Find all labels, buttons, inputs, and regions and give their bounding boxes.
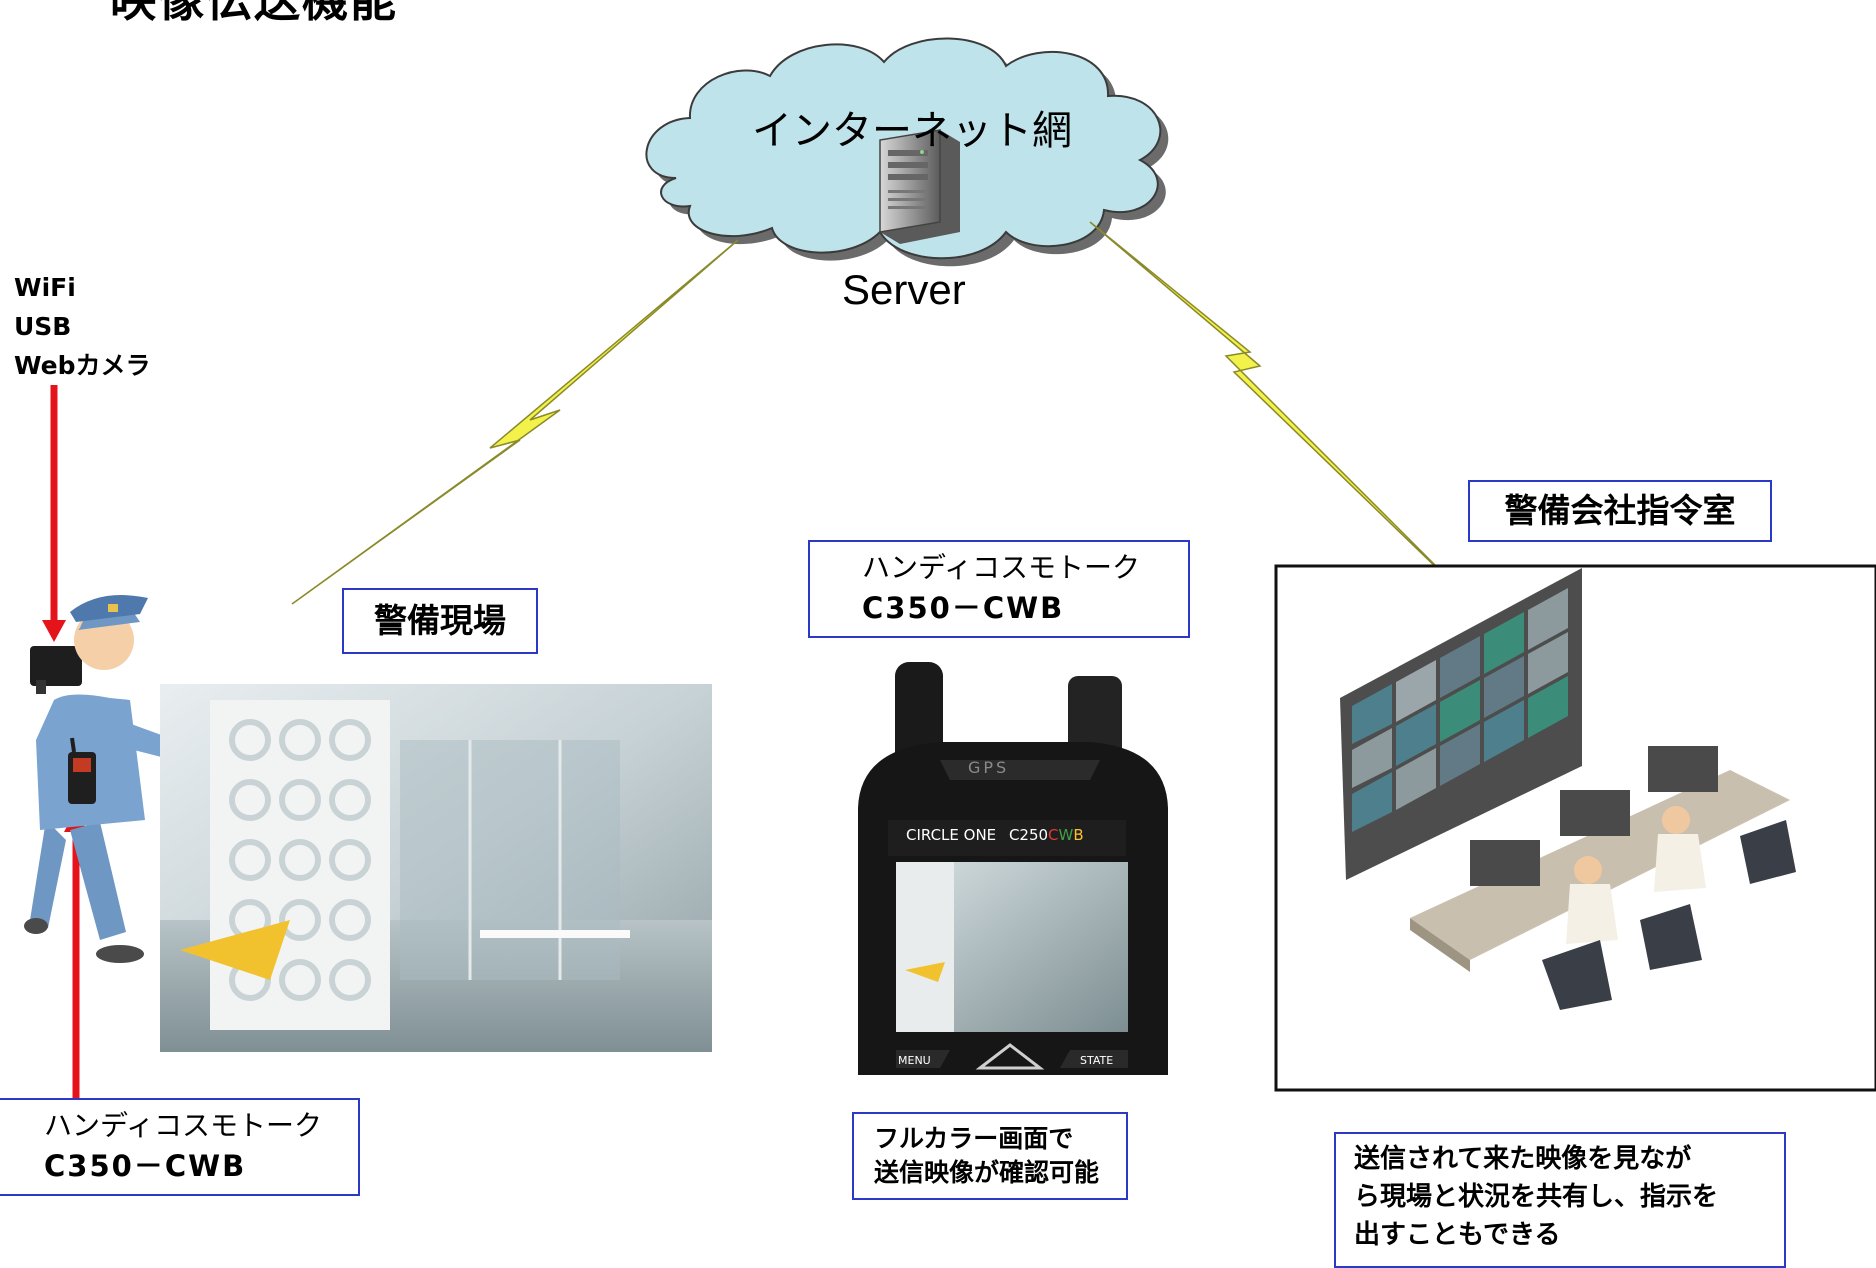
site-label-box: 警備現場 <box>342 588 538 654</box>
page-heading: 映像伝送機能 <box>110 0 398 27</box>
security-guard-illustration <box>24 595 312 963</box>
screen-caption-line1: フルカラー画面で <box>874 1124 1074 1153</box>
wifi-label: WiFi <box>14 273 76 302</box>
radio-state-button: STATE <box>1080 1054 1114 1067</box>
radio-device-illustration <box>858 662 1168 1075</box>
site-label: 警備現場 <box>374 601 506 640</box>
arrow-down-to-camera <box>42 385 66 642</box>
radio-model-w: W <box>1058 826 1074 844</box>
internet-label: インターネット網 <box>752 108 1072 154</box>
radio-model-b: B <box>1073 826 1084 844</box>
device-name-bottom: ハンディコスモトーク <box>44 1109 323 1142</box>
video-wall-tiles <box>1352 588 1568 832</box>
connection-options: WiFi USB Webカメラ <box>14 268 151 385</box>
share-caption-line1: 送信されて来た映像を見なが <box>1354 1144 1692 1174</box>
device-label-box-bottom: ハンディコスモトーク C350－CWB <box>0 1098 360 1196</box>
wireless-link-left <box>291 239 739 605</box>
device-model-top: C350－CWB <box>862 591 1065 625</box>
radio-brand: CIRCLE ONE <box>906 826 997 844</box>
screen-caption-box: フルカラー画面で 送信映像が確認可能 <box>852 1112 1128 1200</box>
device-label-box-top: ハンディコスモトーク C350－CWB <box>808 540 1190 638</box>
radio-gps-label: GPS <box>968 758 1010 777</box>
share-caption-line2: ら現場と状況を共有し、指示を <box>1354 1182 1719 1212</box>
usb-label: USB <box>14 312 72 341</box>
office-photo <box>160 684 712 1052</box>
device-model-bottom: C350－CWB <box>44 1149 247 1183</box>
radio-model-c: C <box>1048 826 1059 844</box>
radio-model-prefix: C250 <box>1008 826 1049 844</box>
radio-brand-text: CIRCLE ONE C250CWB <box>906 826 1084 844</box>
command-room-label: 警備会社指令室 <box>1504 491 1736 530</box>
webcam-label: Webカメラ <box>14 351 151 380</box>
device-name-top: ハンディコスモトーク <box>862 551 1141 584</box>
radio-menu-button: MENU <box>898 1054 931 1067</box>
share-caption-box: 送信されて来た映像を見なが ら現場と状況を共有し、指示を 出すこともできる <box>1334 1132 1786 1268</box>
command-room-illustration <box>1340 568 1796 1010</box>
screen-caption-line2: 送信映像が確認可能 <box>874 1158 1100 1187</box>
command-room-label-box: 警備会社指令室 <box>1468 480 1772 542</box>
share-caption-line3: 出すこともできる <box>1354 1220 1561 1250</box>
server-icon <box>879 129 960 244</box>
server-label: Server <box>842 266 966 313</box>
